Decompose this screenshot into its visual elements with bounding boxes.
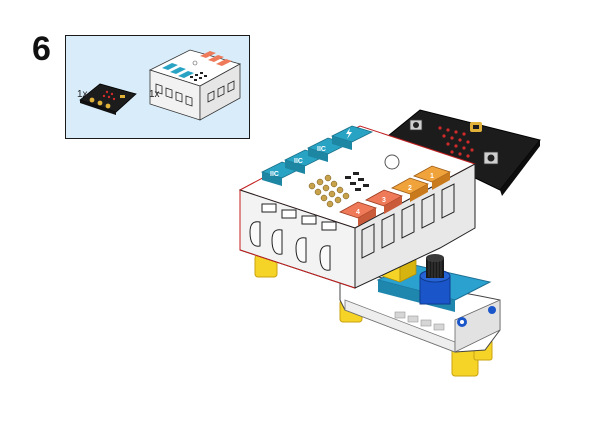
side-sockets-left xyxy=(249,203,337,271)
power-port xyxy=(330,125,374,150)
port-label-2: 2 xyxy=(408,185,412,192)
microbit-board xyxy=(387,109,541,196)
iic-label-2: IIC xyxy=(294,158,303,165)
port-3: 3 xyxy=(365,189,403,214)
board-indicator xyxy=(384,154,400,170)
port-2: 2 xyxy=(391,177,429,202)
expansion-board-quantity: 1x xyxy=(149,89,160,100)
port-label-3: 3 xyxy=(382,197,386,204)
expansion-board-part-icon xyxy=(148,49,242,121)
microbit-part-icon xyxy=(79,83,137,115)
side-sockets-right xyxy=(361,183,455,259)
port-label-4: 4 xyxy=(356,209,360,216)
pin-header-grid xyxy=(308,172,369,208)
iic-label-1: IIC xyxy=(270,171,279,178)
port-4: 4 xyxy=(339,201,377,226)
port-1: 1 xyxy=(413,165,451,190)
microbit-quantity: 1x xyxy=(77,89,88,100)
step-number: 6 xyxy=(32,30,51,68)
port-label-1: 1 xyxy=(430,173,434,180)
iic-label-3: IIC xyxy=(317,146,326,153)
